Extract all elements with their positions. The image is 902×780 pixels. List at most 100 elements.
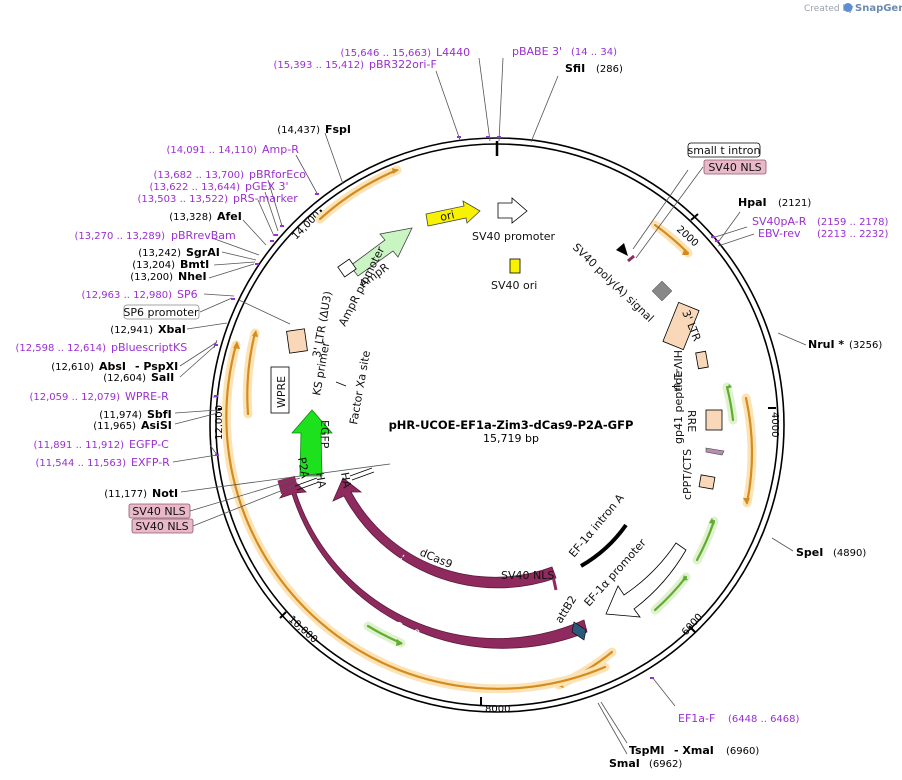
primer-pbrrevbam-name: pBRrevBam: [171, 229, 236, 242]
site-xba-pos: (12,941): [110, 325, 153, 336]
site-sal-name: SalI: [151, 371, 174, 384]
attb2-label: attB2: [553, 593, 580, 625]
tick-label-8000: 8000: [485, 704, 510, 715]
site-tspmi-pos: (6960): [726, 746, 759, 757]
site-nru-pos: (3256): [849, 340, 882, 351]
primer-sp6-pos: (12,963 .. 12,980): [82, 290, 173, 301]
primer-egfpc-pos: (11,891 .. 11,912): [34, 440, 125, 451]
cppt-feature: [698, 474, 716, 490]
primer-pbabe-pos: (14 .. 34): [571, 47, 617, 58]
ampr-promoter-feature: [337, 258, 357, 278]
sv40-polya-feature: [651, 280, 673, 302]
factorxa-label: Factor Xa site: [347, 349, 373, 425]
site-asisi-pos: (11,965): [93, 421, 136, 432]
site-nru-name: NruI *: [808, 338, 844, 351]
primer-ebvrev-pos: (2213 .. 2232): [817, 229, 889, 240]
p2a-label: P2A: [295, 456, 312, 480]
primer-egfpc-name: EGFP-C: [129, 438, 169, 451]
site-not-pos: (11,177): [104, 489, 147, 500]
ltr3du3-feature: [286, 328, 308, 354]
plasmid-length: 15,719 bp: [483, 432, 539, 445]
primer-pbr322-name: pBR322ori-F: [369, 58, 437, 71]
ef1a-intron-feature: [580, 523, 628, 568]
ampr-feature: [349, 227, 413, 277]
site-afe-pos: (13,328): [169, 212, 212, 223]
credit: Created by SnapGene: [804, 3, 902, 14]
sp6-promoter-box: [123, 304, 200, 320]
sv40-nls-inner-feature: [551, 575, 558, 591]
site-sfi-name: SfiI: [565, 62, 585, 75]
sv40-nls-top-box: [703, 159, 767, 175]
sv40-promoter-label: SV40 promoter: [472, 230, 556, 243]
sv40-promoter-feature: [497, 197, 528, 224]
ha2-label: HA: [313, 471, 329, 489]
credit-prefix: Created by: [804, 4, 854, 14]
site-sma-name: SmaI: [609, 757, 640, 770]
site-not-name: NotI: [152, 487, 178, 500]
rre-label: RRE: [685, 410, 698, 432]
site-sal-pos: (12,604): [103, 373, 146, 384]
ef1a-promoter-feature: [605, 542, 687, 618]
credit-brand: SnapGene: [855, 3, 902, 14]
egfp-label: EGFP: [318, 420, 331, 449]
primer-prs-name: pRS-marker: [233, 192, 298, 205]
site-abs-name: AbsI: [99, 360, 126, 373]
site-nhe-name: NheI: [178, 270, 207, 283]
primer-exfp-pos: (11,544 .. 11,563): [36, 458, 127, 469]
segment-arrow: [318, 168, 399, 221]
egfp-arrow: [291, 409, 333, 477]
segment-glow: [315, 165, 402, 224]
primer-pgex-pos: (13,622 .. 13,644): [150, 182, 241, 193]
tick-label-12000: 12,000: [214, 405, 225, 440]
primer-markers: [214, 136, 719, 679]
primer-pbrfor-name: pBRforEco: [249, 168, 306, 181]
site-nhe-pos: (13,200): [130, 272, 173, 283]
ha1-label: HA: [338, 471, 354, 489]
tick-label-4000: 4000: [769, 412, 780, 437]
primer-pbrrevbam-pos: (13,270 .. 13,289): [75, 231, 166, 242]
site-hpa-pos: (2121): [778, 198, 811, 209]
sp6-promoter-label: SP6 promoter: [123, 306, 199, 319]
sv40-ori-feature: [509, 258, 521, 274]
sv40-ori-label: SV40 ori: [491, 279, 537, 292]
ori-feature: [425, 200, 481, 227]
site-bmt-pos: (13,204): [132, 260, 175, 271]
primer-pbrfor-pos: (13,682 .. 13,700): [154, 170, 245, 181]
sv40-nls-box-b: [131, 518, 194, 534]
cppt-label: cPPT/CTS: [681, 449, 694, 500]
site-sbf-name: SbfI: [147, 408, 172, 421]
primer-pbks-pos: (12,598 .. 12,614): [16, 343, 107, 354]
snapgene-logo-icon: [843, 3, 853, 12]
primer-wpre-pos: (12,059 .. 12,079): [30, 392, 121, 403]
primer-ef1af-name: EF1a-F: [678, 712, 715, 725]
site-fsp-name: FspI: [325, 123, 351, 136]
primer-l4440-pos: (15,646 .. 15,663): [341, 48, 432, 59]
site-spe-name: SpeI: [796, 546, 823, 559]
ori-label: ori: [439, 208, 456, 224]
sv40-nls-top-feature: [627, 254, 635, 263]
plasmid-name: pHR-UCOE-EF1a-Zim3-dCas9-P2A-GFP: [389, 418, 634, 432]
primer-prs-pos: (13,503 .. 13,522): [138, 194, 229, 205]
segment-arrows: [221, 165, 757, 694]
site-sfi-pos: (286): [596, 64, 623, 75]
sv40-nls-box-a: [128, 503, 191, 519]
site-abs-pos: (12,610): [51, 362, 94, 373]
site-fsp-pos: (14,437): [277, 125, 320, 136]
primer-exfp-name: EXFP-R: [131, 456, 170, 469]
site-sma-pos: (6962): [649, 759, 682, 770]
hiv-psi-feature: [695, 350, 709, 370]
site-hpa-name: HpaI: [738, 196, 767, 209]
site-afe-name: AfeI: [217, 210, 242, 223]
sv40-nls-box-b-label: SV40 NLS: [135, 520, 188, 533]
tick-10000: [279, 611, 287, 619]
wpre-label: WPRE: [275, 376, 288, 408]
hiv-psi-label: HIV-1 ψ: [671, 350, 684, 390]
site-bmt-name: BmtI: [180, 258, 209, 271]
gp41-feature: [705, 447, 725, 456]
primer-ampr-name: Amp-R: [262, 143, 299, 156]
tick-2000: [690, 213, 699, 221]
tick-6000: [688, 625, 696, 633]
leader-lines: [172, 57, 807, 755]
cas9-feature: [278, 479, 588, 649]
primer-pbabe-name: pBABE 3': [512, 45, 562, 58]
